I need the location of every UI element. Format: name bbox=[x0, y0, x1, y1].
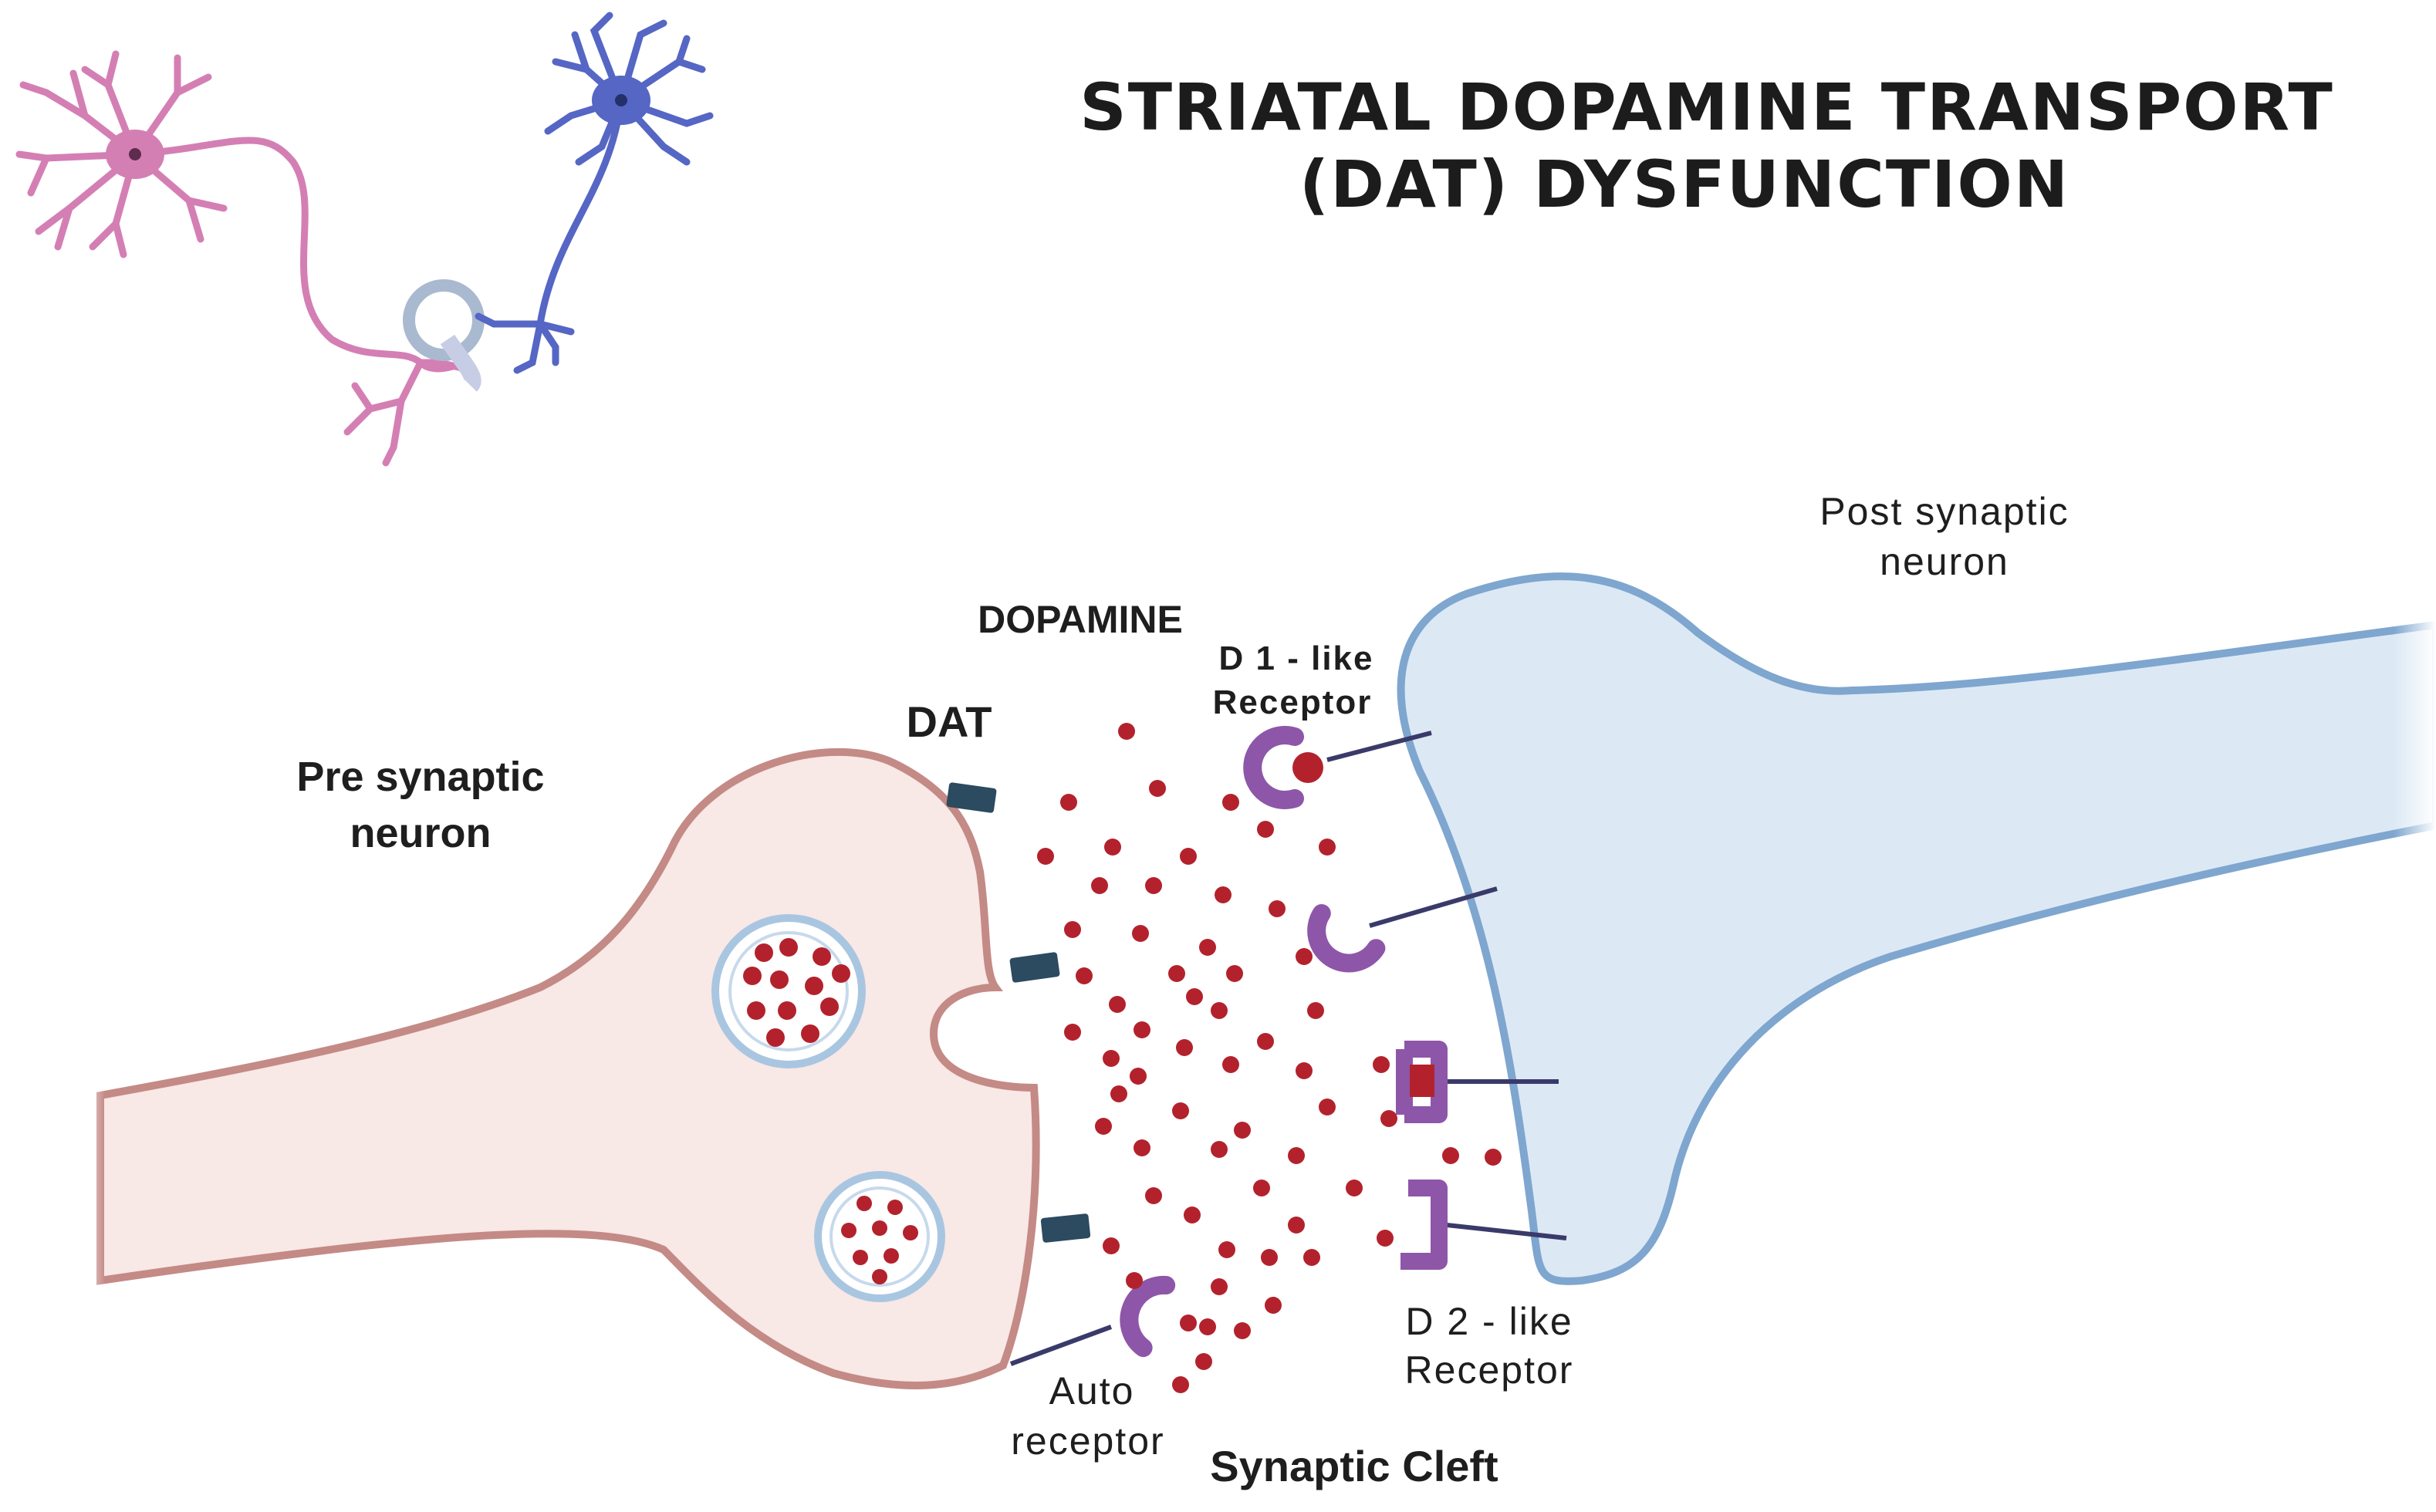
blue-neuron-icon bbox=[475, 12, 714, 374]
post-synaptic-label-line2: neuron bbox=[1880, 540, 2009, 583]
d2-receptor-occupied-icon bbox=[1396, 1041, 1559, 1123]
d2-receptor-label-line2: Receptor bbox=[1405, 1348, 1574, 1392]
post-synaptic-label-line1: Post synaptic bbox=[1819, 490, 2069, 533]
dopamine-label: DOPAMINE bbox=[978, 598, 1183, 641]
autoreceptor-label-line2: receptor bbox=[1011, 1419, 1164, 1463]
d1-receptor-occupied-icon bbox=[1243, 726, 1432, 809]
dat-label: DAT bbox=[907, 697, 992, 746]
pre-synaptic-label-line2: neuron bbox=[350, 810, 492, 856]
dat-transporter-icon bbox=[946, 782, 997, 813]
dat-transporters bbox=[946, 782, 1091, 1243]
synaptic-cleft-label: Synaptic Cleft bbox=[1210, 1442, 1498, 1490]
dat-transporter-icon bbox=[1040, 1213, 1091, 1243]
autoreceptor-icon bbox=[1009, 1276, 1176, 1366]
dopamine-molecules bbox=[1037, 723, 1502, 1393]
d2-receptor-label-line1: D 2 - like bbox=[1405, 1300, 1573, 1343]
dat-transporter-icon bbox=[1009, 952, 1060, 983]
vesicle-small bbox=[814, 1171, 945, 1302]
post-synaptic-neuron bbox=[1397, 572, 2436, 1285]
diagram-title-line1: STRIATAL DOPAMINE TRANSPORT bbox=[1079, 69, 2334, 145]
vesicle-large bbox=[711, 914, 866, 1068]
dopamine-vesicles bbox=[711, 914, 945, 1302]
autoreceptor-label-line1: Auto bbox=[1049, 1369, 1135, 1412]
pre-synaptic-label-line1: Pre synaptic bbox=[296, 754, 544, 800]
d1-receptor-empty-icon bbox=[1307, 886, 1498, 973]
diagram-title-line2: (DAT) DYSFUNCTION bbox=[1299, 147, 2069, 222]
diagram-labels: Pre synaptic neuron Post synaptic neuron… bbox=[296, 490, 2069, 1490]
neuron-pair-icon bbox=[15, 12, 714, 467]
d1-receptor-label-line1: D 1 - like bbox=[1219, 640, 1374, 677]
d1-receptor-label-line2: Receptor bbox=[1213, 683, 1373, 721]
pre-synaptic-neuron bbox=[77, 748, 1040, 1390]
d2-receptor-empty-icon bbox=[1400, 1180, 1567, 1270]
receptors bbox=[1009, 726, 1567, 1366]
pink-neuron-icon bbox=[15, 50, 475, 467]
